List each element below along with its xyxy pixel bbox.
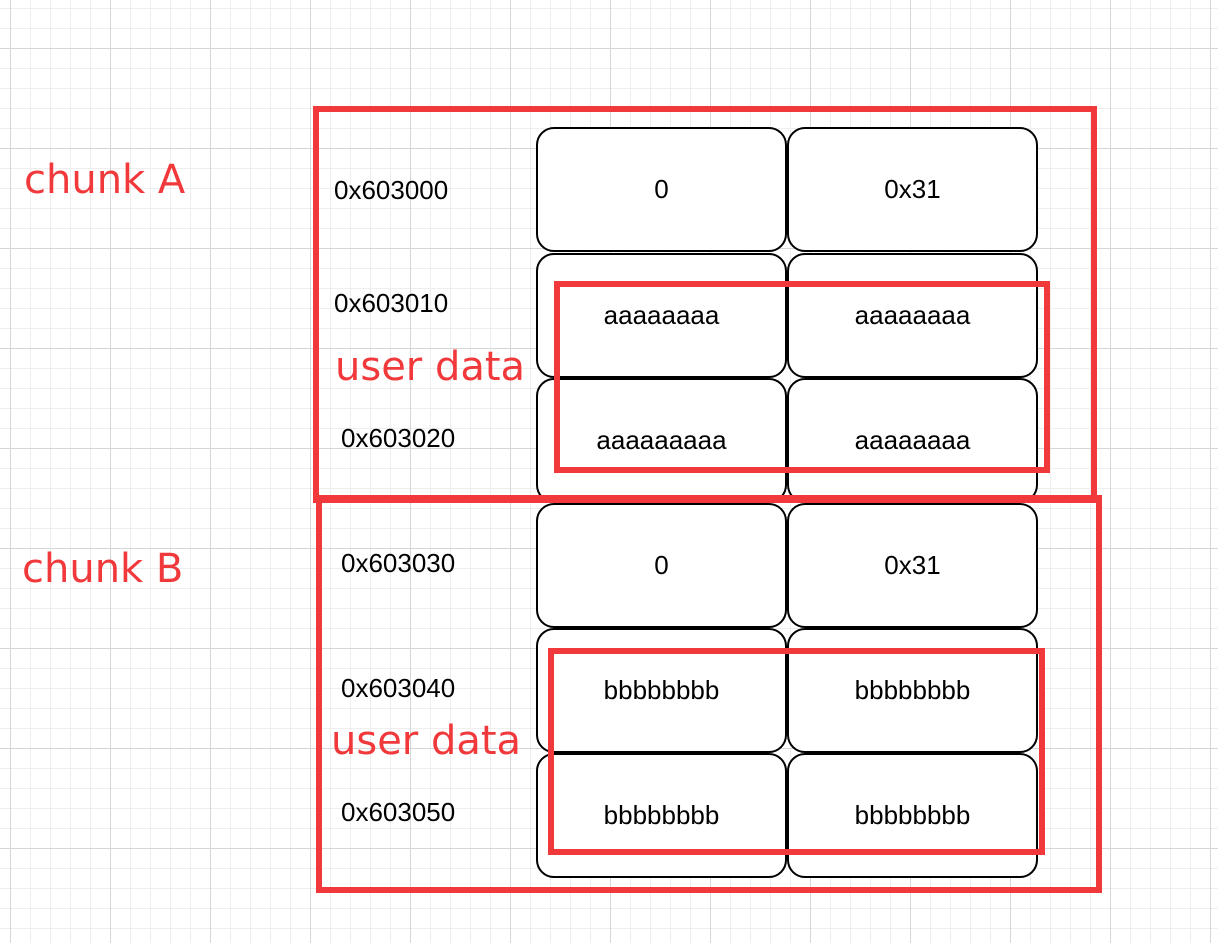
cell-value: bbbbbbbb xyxy=(854,675,971,705)
cell-value: aaaaaaaa xyxy=(854,425,971,455)
cell-value: 0 xyxy=(654,550,669,580)
cell-value: bbbbbbbb xyxy=(854,800,971,830)
address-label: 0x603010 xyxy=(334,288,449,318)
chunk-b-user-data-label: user data xyxy=(331,718,522,764)
cell-value: aaaaaaaa xyxy=(603,300,720,330)
memory-cell: 0 xyxy=(536,503,787,628)
chunk-a-user-data-outline xyxy=(554,281,1050,473)
chunk-a-user-data-label: user data xyxy=(335,344,526,390)
cell-value: 0x31 xyxy=(884,174,941,204)
memory-cell: aaaaaaaa xyxy=(787,378,1038,503)
cell-value: 0 xyxy=(654,174,669,204)
address-label: 0x603000 xyxy=(334,175,449,205)
address-label: 0x603020 xyxy=(341,423,456,453)
cell-value: bbbbbbbb xyxy=(603,675,720,705)
address-label: 0x603040 xyxy=(341,673,456,703)
chunk-b-label: chunk B xyxy=(22,546,184,592)
memory-cell: bbbbbbbb xyxy=(536,753,787,878)
memory-cell: aaaaaaaaa xyxy=(536,378,787,503)
chunk-b-outline xyxy=(316,495,1102,893)
cell-value: aaaaaaaa xyxy=(854,300,971,330)
memory-cell: 0x31 xyxy=(787,503,1038,628)
cell-value: 0x31 xyxy=(884,550,941,580)
address-label: 0x603030 xyxy=(341,548,456,578)
chunk-a-label: chunk A xyxy=(24,157,186,203)
cell-value: bbbbbbbb xyxy=(603,800,720,830)
memory-cell: bbbbbbbb xyxy=(787,753,1038,878)
memory-cell: 0 xyxy=(536,127,787,252)
cell-value: aaaaaaaaa xyxy=(596,425,727,455)
chunk-b-user-data-outline xyxy=(548,648,1045,855)
memory-cell: aaaaaaaa xyxy=(787,253,1038,378)
address-label: 0x603050 xyxy=(341,797,456,827)
memory-cell: aaaaaaaa xyxy=(536,253,787,378)
memory-cell: 0x31 xyxy=(787,127,1038,252)
